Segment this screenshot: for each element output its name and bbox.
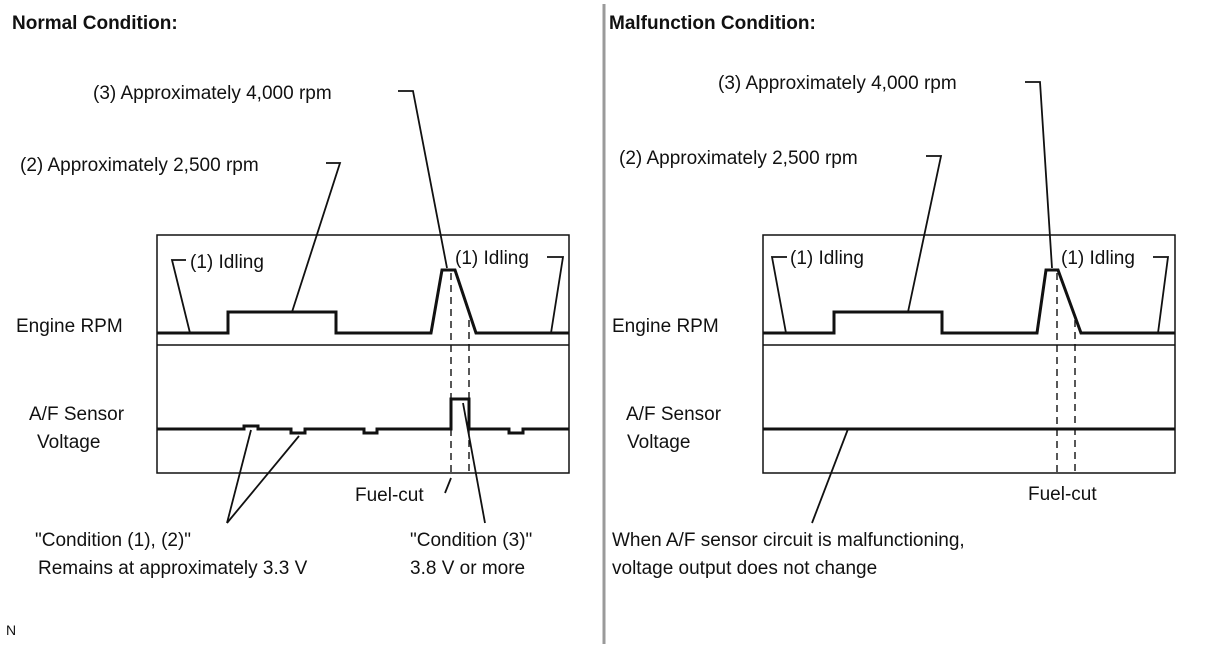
malfunction-idling-left-leader — [770, 256, 787, 334]
normal-note-right-line2: 3.8 V or more — [410, 558, 525, 579]
malfunction-title: Malfunction Condition: — [609, 13, 816, 34]
malfunction-rpm-4000-leader — [1025, 81, 1053, 269]
normal-rpm-4000-label: (3) Approximately 4,000 rpm — [93, 83, 332, 104]
normal-condition-panel: Normal Condition: Engine RPM A/F Sensor … — [12, 13, 570, 579]
normal-af-voltage-trace — [157, 397, 569, 435]
normal-note-left-line2: Remains at approximately 3.3 V — [38, 558, 308, 579]
normal-idling-left-label: (1) Idling — [190, 252, 264, 273]
normal-engine-rpm-label: Engine RPM — [16, 316, 123, 337]
malfunction-af-label-line2: Voltage — [627, 432, 690, 453]
malfunction-condition-panel: Malfunction Condition: Engine RPM A/F Se… — [609, 13, 1176, 579]
normal-note-left-leader-a — [226, 429, 252, 524]
malfunction-engine-rpm-trace — [763, 268, 1175, 335]
malfunction-rpm-4000-label: (3) Approximately 4,000 rpm — [718, 73, 957, 94]
normal-rpm-2500-leader — [291, 162, 342, 313]
corner-mark: N — [6, 622, 16, 638]
normal-idling-left-leader — [170, 259, 191, 334]
normal-engine-rpm-trace — [157, 268, 569, 335]
normal-chart-frame — [156, 234, 570, 474]
normal-note-right-line1: "Condition (3)" — [410, 530, 532, 551]
normal-rpm-4000-leader — [398, 90, 448, 269]
malfunction-rpm-2500-leader — [907, 155, 943, 313]
malfunction-idling-right-label: (1) Idling — [1061, 248, 1135, 269]
normal-idling-right-label: (1) Idling — [455, 248, 529, 269]
malfunction-engine-rpm-label: Engine RPM — [612, 316, 719, 337]
normal-note-left-leader-b — [226, 435, 300, 524]
normal-af-label-line1: A/F Sensor — [29, 404, 125, 425]
malfunction-note-leader — [811, 428, 849, 524]
malfunction-chart-frame — [762, 234, 1176, 474]
normal-title: Normal Condition: — [12, 13, 178, 34]
malfunction-note-line2: voltage output does not change — [612, 558, 877, 579]
normal-idling-right-leader — [547, 256, 565, 334]
malfunction-af-label-line1: A/F Sensor — [626, 404, 722, 425]
normal-fuel-cut-leader — [444, 477, 452, 494]
normal-fuel-cut-label: Fuel-cut — [355, 485, 424, 506]
normal-af-label-line2: Voltage — [37, 432, 100, 453]
malfunction-note-line1: When A/F sensor circuit is malfunctionin… — [612, 530, 965, 551]
normal-note-right-leader — [462, 402, 486, 524]
malfunction-idling-right-leader — [1153, 256, 1170, 334]
malfunction-fuel-cut-label: Fuel-cut — [1028, 484, 1097, 505]
normal-note-left-line1: "Condition (1), (2)" — [35, 530, 191, 551]
malfunction-rpm-2500-label: (2) Approximately 2,500 rpm — [619, 148, 858, 169]
malfunction-idling-left-label: (1) Idling — [790, 248, 864, 269]
normal-rpm-2500-label: (2) Approximately 2,500 rpm — [20, 155, 259, 176]
